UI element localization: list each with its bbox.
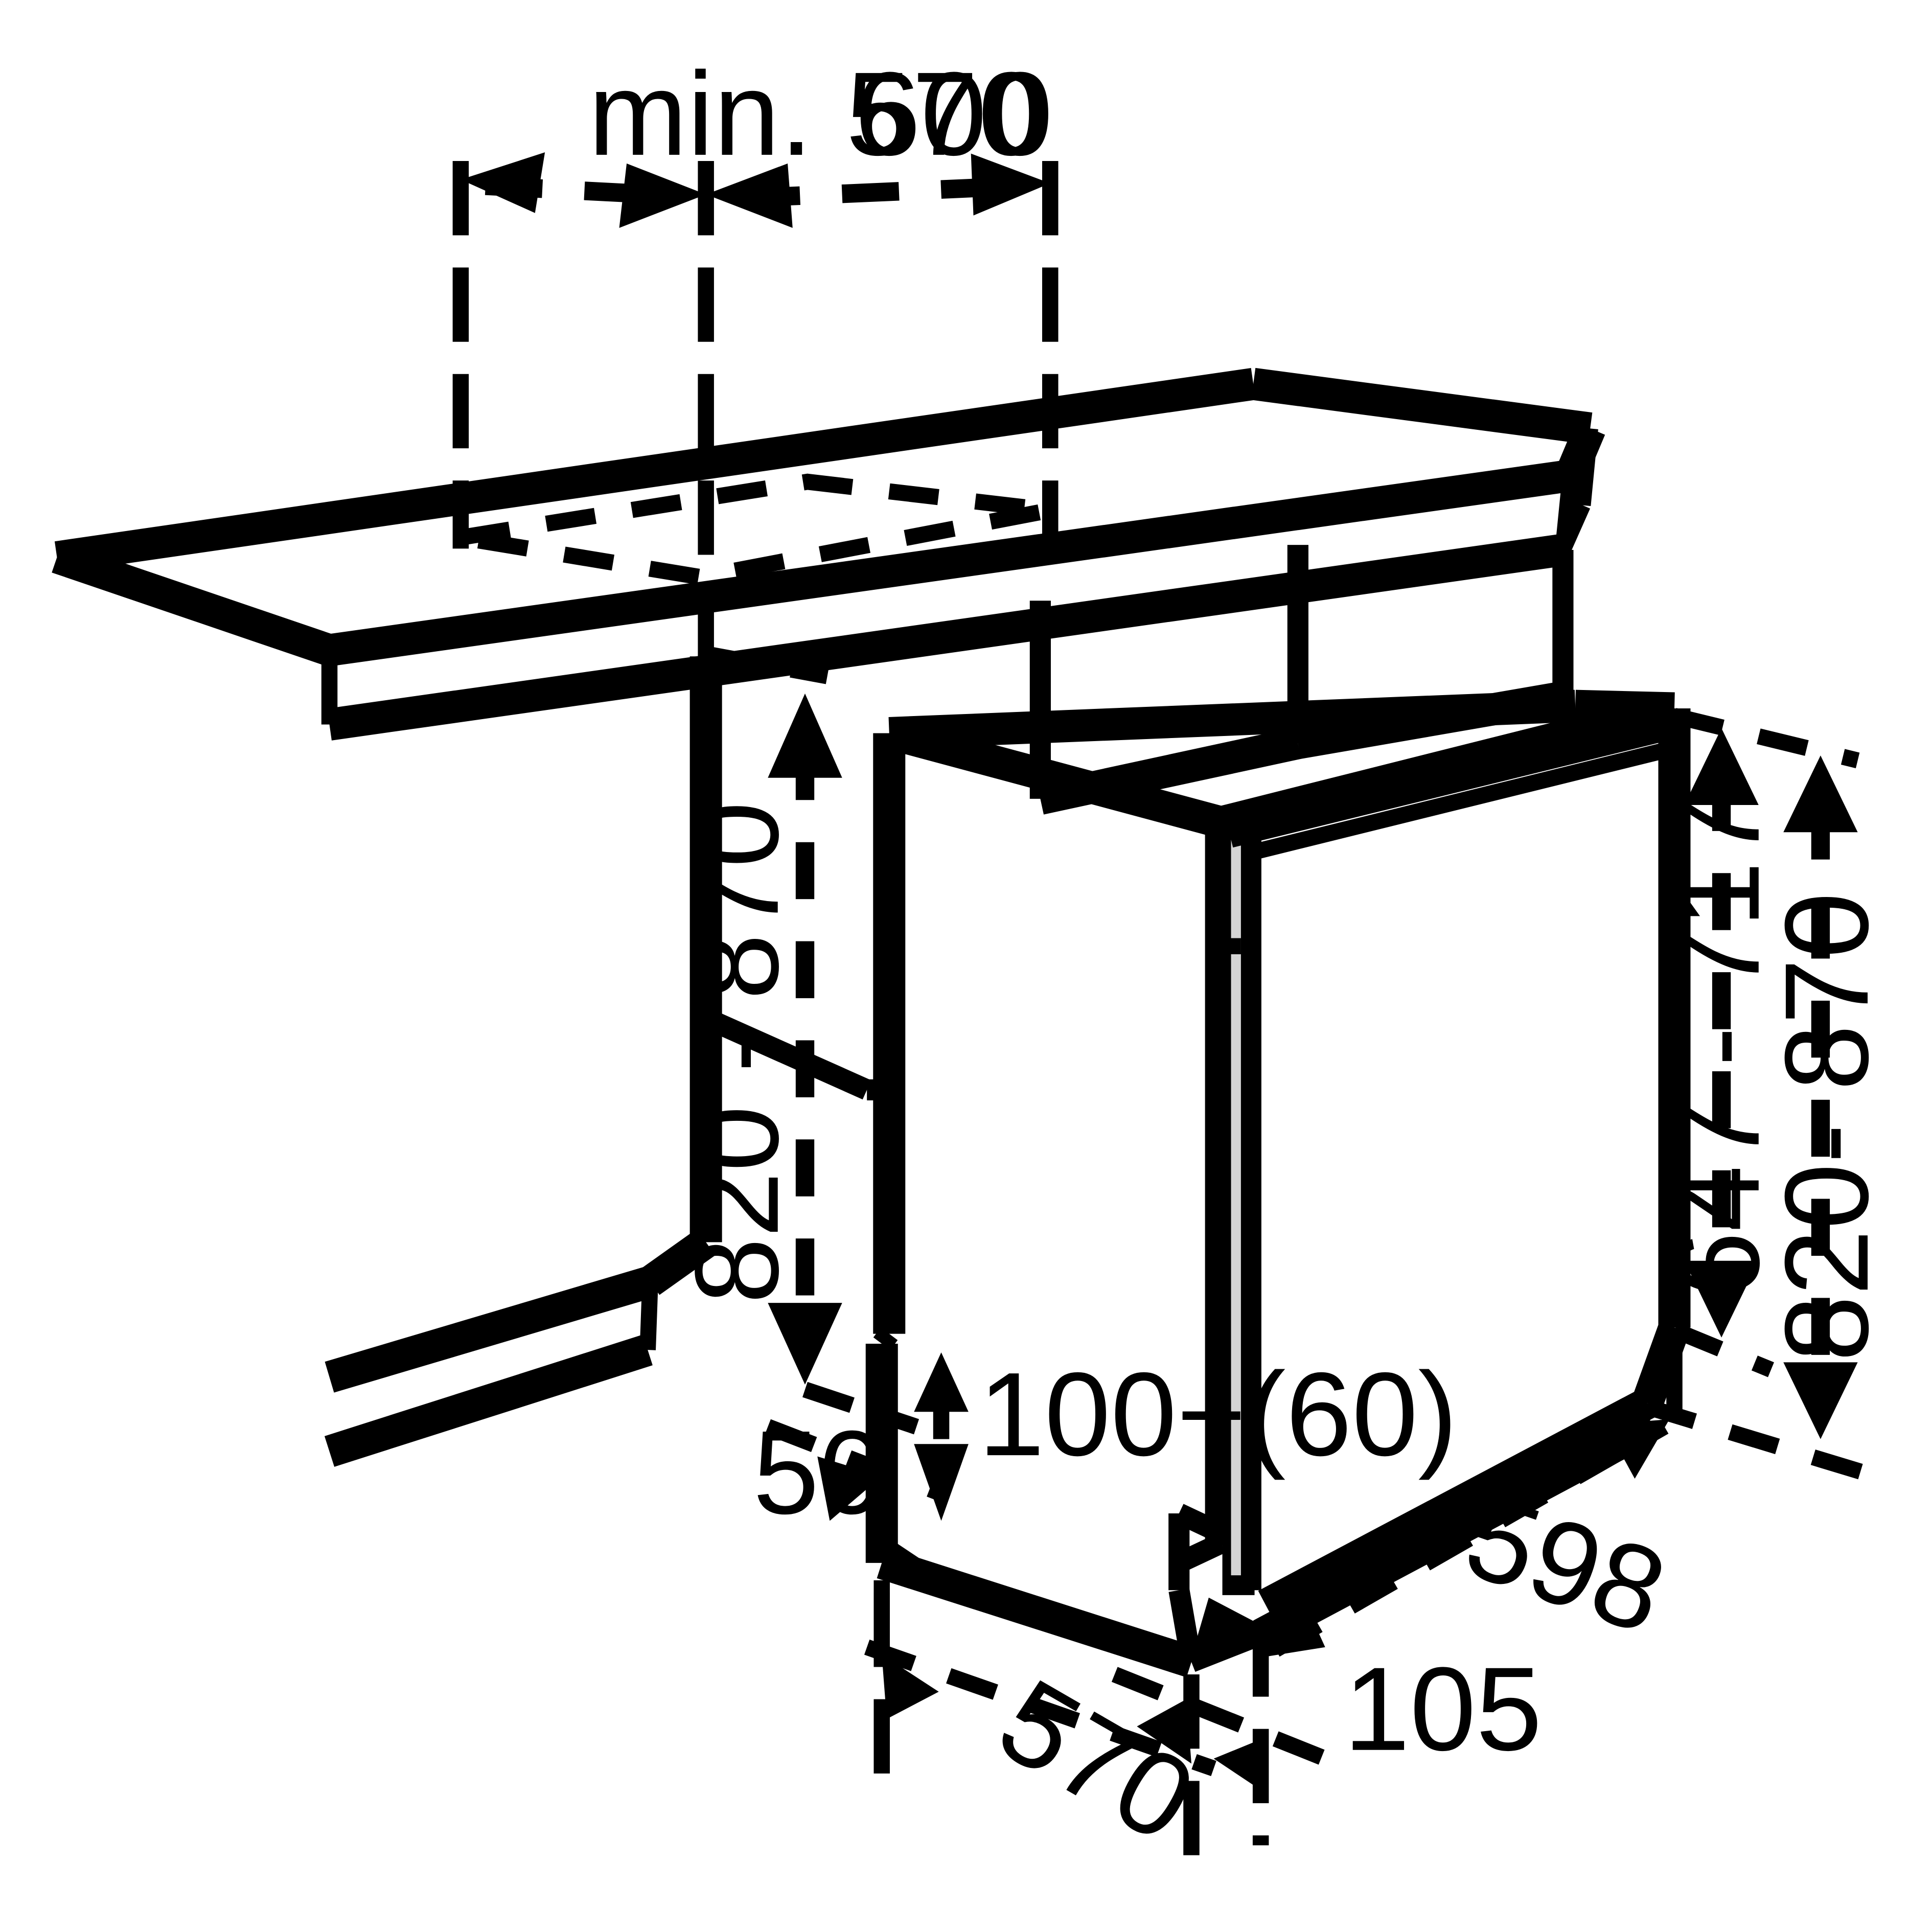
arrow-570-left xyxy=(882,1654,939,1719)
dim-line-570 xyxy=(864,1639,1216,1777)
arrow-820-left-up xyxy=(768,693,842,778)
foot-top-diag xyxy=(1174,1504,1226,1543)
arrow-min570-right xyxy=(619,163,706,228)
appliance-bottom-right-edge xyxy=(1258,1389,1655,1620)
leader-820-left-bottom xyxy=(802,1382,919,1435)
door-gap-strip xyxy=(1231,827,1241,1576)
arrow-100-down xyxy=(914,1444,969,1521)
plinth-bottom-edge xyxy=(324,1335,653,1467)
arrow-105-up xyxy=(1191,1597,1261,1658)
arrow-820-right-down xyxy=(1783,1362,1858,1439)
arrow-105-down xyxy=(1213,1736,1269,1793)
appliance-bottom-right-edge2 xyxy=(1253,1420,1645,1649)
arrow-647-up xyxy=(1684,728,1759,805)
worktop-front-top-edge xyxy=(327,459,1573,666)
label-door-panel-height: 647 - 717 xyxy=(1651,795,1784,1298)
plinth-top-corner xyxy=(640,1229,716,1295)
leader-647-top xyxy=(1672,708,1860,769)
leader-647-bottom xyxy=(1671,1322,1774,1377)
cabinet-niche xyxy=(324,545,1574,1467)
arrow-647-down xyxy=(1684,1260,1759,1338)
appliance-top-rear-edge xyxy=(888,689,1576,749)
plinth-end-face xyxy=(639,1281,658,1350)
arrow-min570-left xyxy=(461,152,545,213)
foot-base xyxy=(1187,1625,1265,1672)
label-plinth-recess: 50 xyxy=(753,1406,885,1539)
label-worktop-height-left: 820 - 870 xyxy=(671,801,803,1304)
appliance-dishwasher xyxy=(865,689,1691,1677)
cabinet-left-shelf-line xyxy=(701,1008,871,1100)
arrow-600-right xyxy=(971,153,1050,216)
dim-worktop-height-left xyxy=(704,646,919,1435)
label-door-projection: 105 xyxy=(1344,1643,1542,1776)
worktop-front-bottom-edge xyxy=(327,534,1566,741)
door-top-rail-3 xyxy=(1241,740,1676,863)
arrow-100-up xyxy=(914,1352,969,1412)
arrow-598-right xyxy=(1605,1419,1670,1479)
foot-bottom-diag xyxy=(1174,1533,1226,1573)
appliance-bottom-left-edge xyxy=(877,1547,1197,1677)
label-plinth-height: 100+(60) xyxy=(978,1348,1458,1481)
arrow-820-right-up xyxy=(1783,755,1858,833)
dim-door-projection xyxy=(1111,1597,1328,1846)
dim-line-50 xyxy=(765,1419,945,1501)
dim-line-105 xyxy=(1111,1667,1328,1766)
arrow-600-left xyxy=(706,163,793,228)
dim-appliance-width xyxy=(1263,1340,1683,1658)
arrow-50-right xyxy=(867,1523,919,1580)
worktop-top-right-edge xyxy=(1251,367,1593,445)
label-appliance-width: 598 xyxy=(1451,1469,1682,1659)
arrow-570-right xyxy=(1137,1699,1191,1764)
arrow-598-left xyxy=(1263,1593,1325,1658)
worktop-left-end-top xyxy=(52,542,335,665)
dim-right-group xyxy=(1645,708,1870,1482)
plinth-top-edge xyxy=(325,1266,655,1393)
appliance-left-bottom-notch xyxy=(873,1327,898,1350)
door-top-rail-1 xyxy=(1217,693,1678,838)
dim-line-598 xyxy=(1271,1419,1669,1657)
appliance-top-left-edge xyxy=(885,718,1226,838)
worktop-right-back-edge xyxy=(1575,427,1598,507)
worktop xyxy=(52,367,1605,741)
label-niche-depth-min: min. 570 xyxy=(588,48,1044,180)
worktop-rear-top-edge xyxy=(54,367,1256,573)
label-appliance-depth: 570 xyxy=(978,1653,1216,1868)
label-niche-width: 600 xyxy=(855,48,1053,180)
leader-820-left-top xyxy=(704,646,829,684)
dim-appliance-depth xyxy=(864,1593,1216,1873)
arrow-820-left-down xyxy=(768,1303,842,1385)
worktop-right-corner xyxy=(1555,502,1591,554)
foot-stem xyxy=(1168,1588,1202,1664)
label-worktop-height-right: 820- 870 xyxy=(1760,892,1893,1362)
leader-820-right-bottom xyxy=(1645,1399,1870,1482)
dim-plinth-height xyxy=(914,1352,969,1521)
arrow-50-left xyxy=(817,1456,882,1521)
door-top-rail-2 xyxy=(1229,723,1676,848)
